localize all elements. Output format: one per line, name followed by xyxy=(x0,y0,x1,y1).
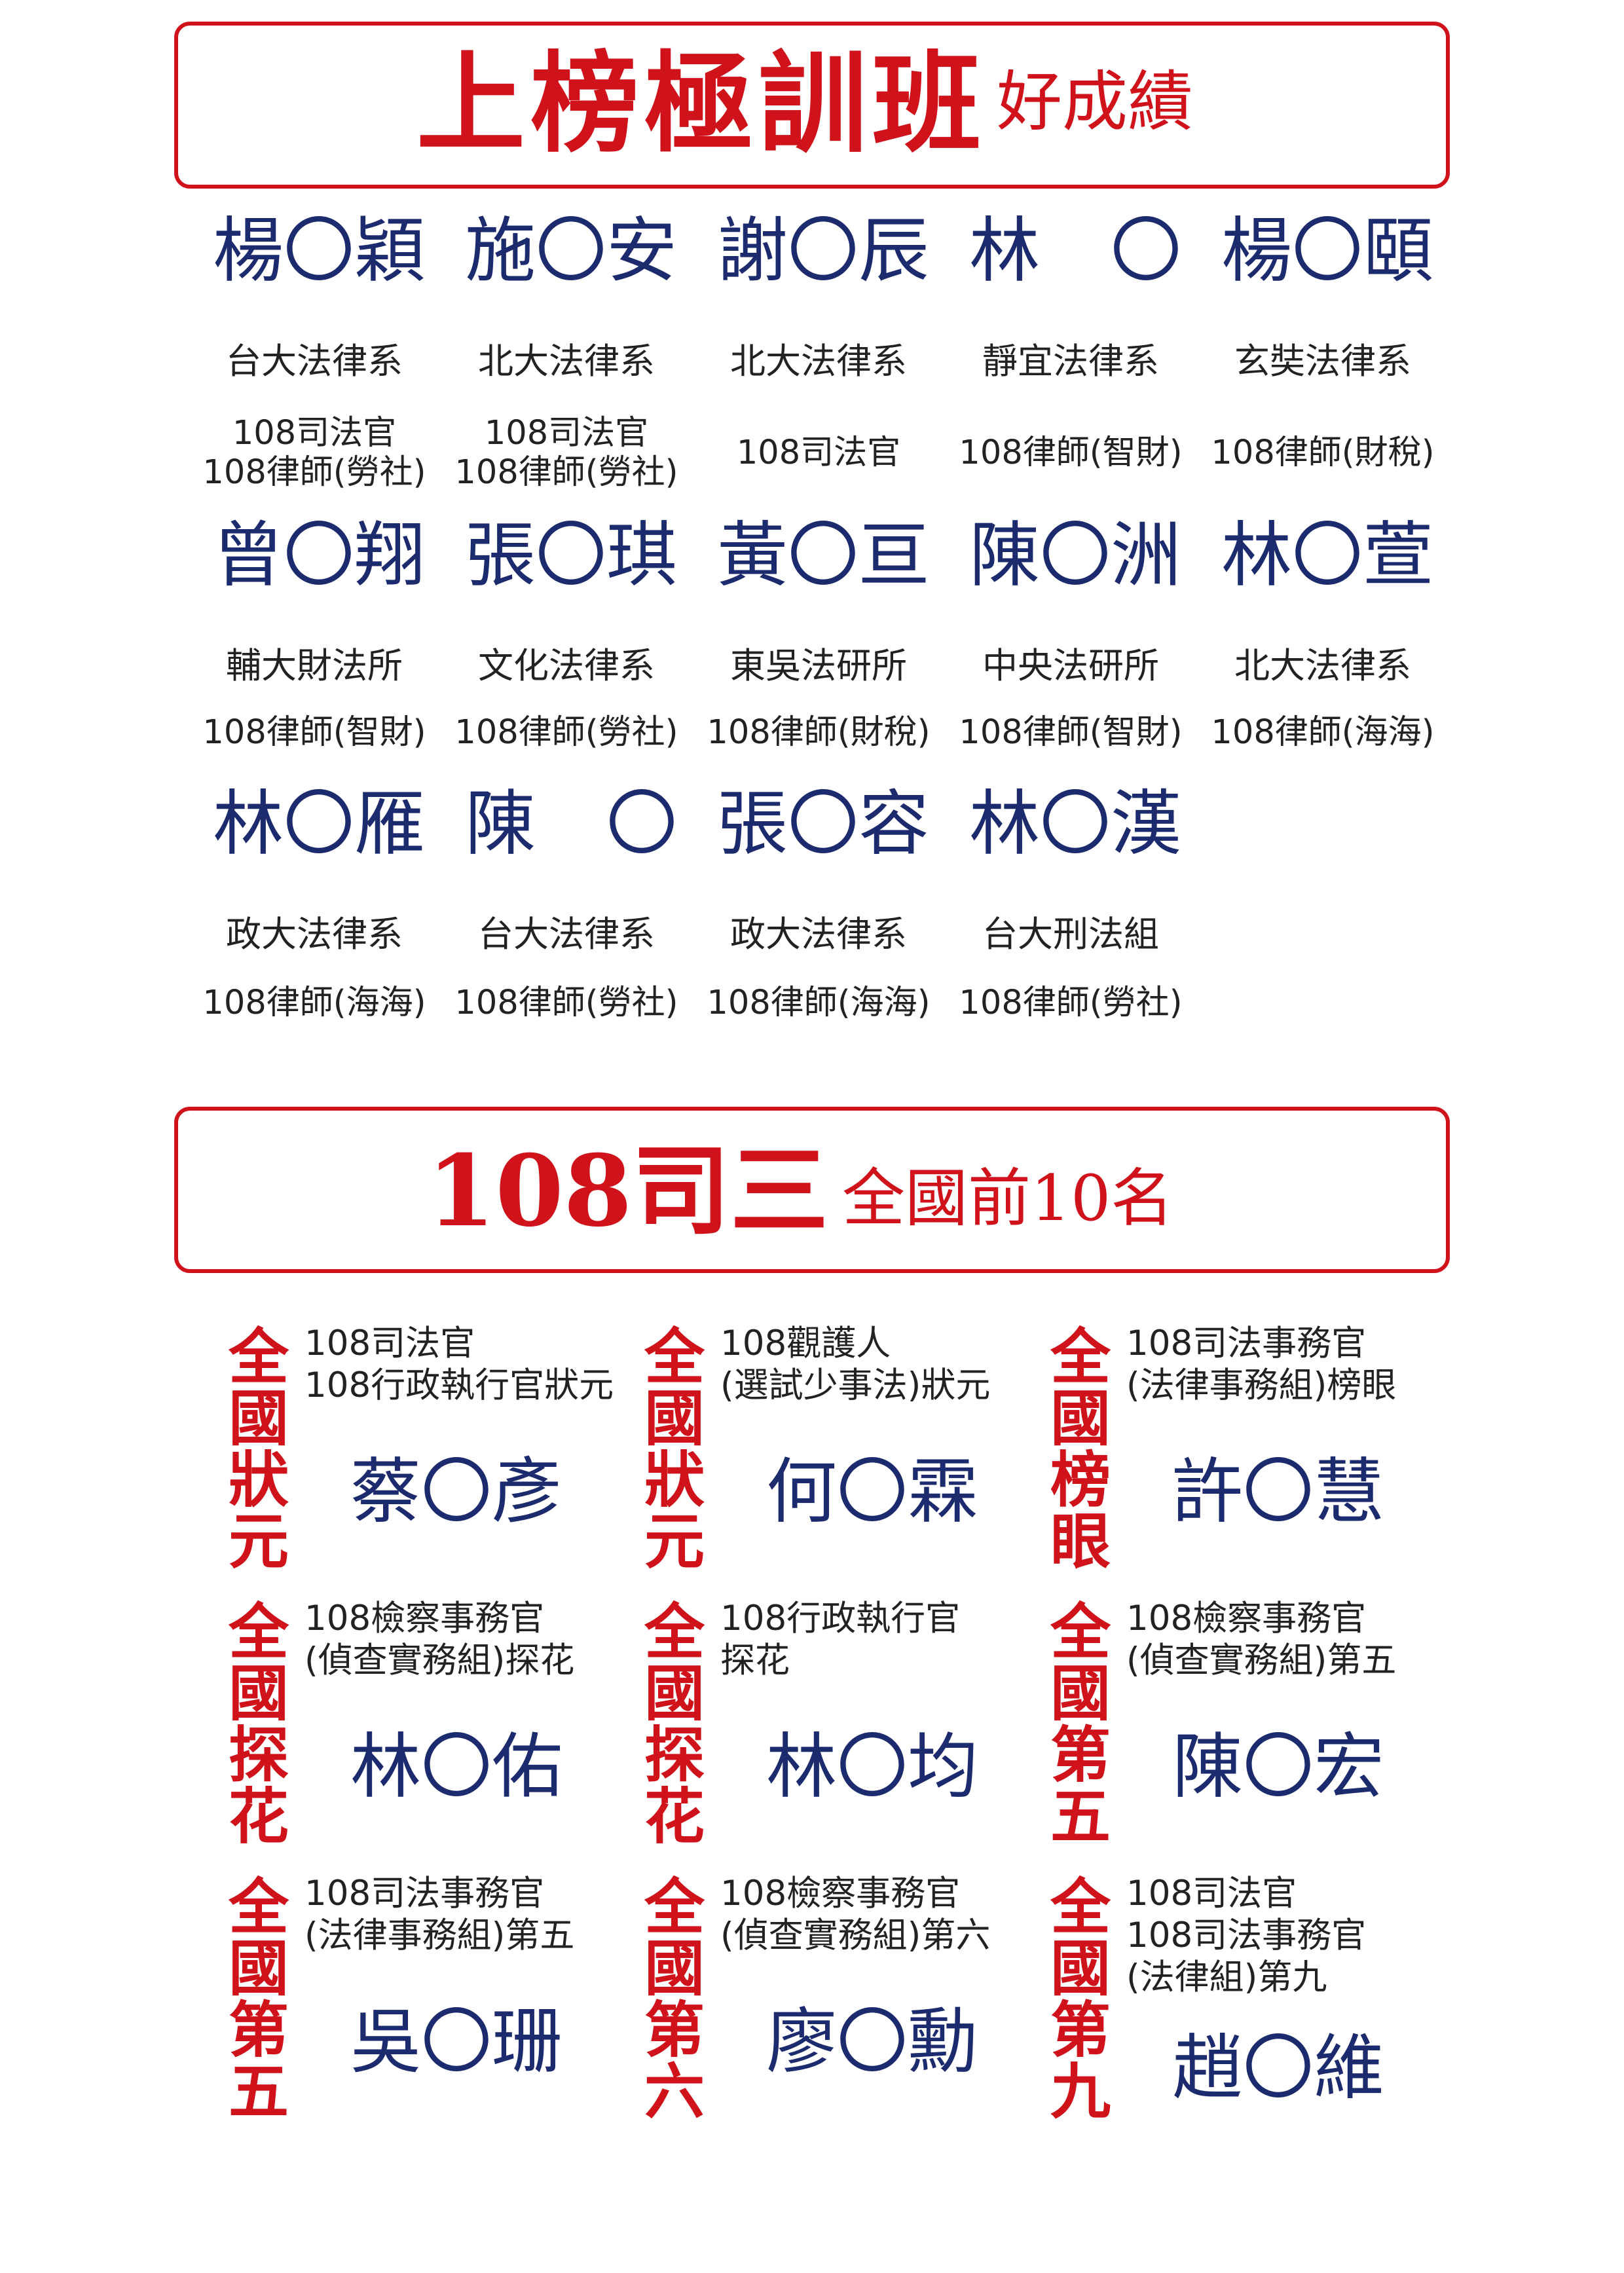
top-student-name: 陳〇宏 xyxy=(1172,1726,1385,1808)
top-student-name: 許〇慧 xyxy=(1172,1451,1385,1533)
student-name: 陳 〇 xyxy=(465,783,678,865)
top-student-name: 吳〇珊 xyxy=(350,2001,563,2083)
student-school: 輔大財法所 xyxy=(226,645,403,686)
top-student-name: 廖〇勳 xyxy=(766,2001,979,2083)
achievement-text: 108行政執行官 xyxy=(720,1598,961,1638)
student-school: 政大法律系 xyxy=(226,914,403,955)
student-result: 108律師(智財) xyxy=(959,713,1183,752)
achievement-text: 108檢察事務官 xyxy=(1126,1598,1367,1638)
student-result: 108律師(勞社) xyxy=(454,453,678,492)
student-school: 北大法律系 xyxy=(478,341,655,382)
rank-label: 全國第五 xyxy=(1050,1597,1111,1852)
student-result: 108律師(勞社) xyxy=(959,984,1183,1022)
student-school: 台大刑法組 xyxy=(982,914,1159,955)
student-name: 張〇琪 xyxy=(465,515,678,597)
student-result: 108律師(勞社) xyxy=(454,984,678,1022)
achievement-text: 108司法官 xyxy=(1126,1874,1297,1913)
student-name: 曾〇翔 xyxy=(213,515,426,597)
student-name: 林〇萱 xyxy=(1221,515,1434,597)
top-student-name: 林〇均 xyxy=(766,1726,979,1808)
top-student-name: 蔡〇彥 xyxy=(350,1451,563,1533)
section2-header-frame xyxy=(174,1107,1450,1273)
student-school: 中央法研所 xyxy=(982,645,1159,686)
rank-label: 全國第五 xyxy=(228,1872,289,2127)
achievement-text: (法律組)第九 xyxy=(1126,1957,1327,1997)
achievement-text: (法律事務組)榜眼 xyxy=(1126,1365,1397,1405)
achievement-text: (偵查實務組)第五 xyxy=(1126,1640,1397,1680)
achievement-text: (偵查實務組)第六 xyxy=(720,1915,991,1955)
rank-label: 全國第六 xyxy=(644,1872,705,2127)
student-name: 楊〇頤 xyxy=(1221,210,1434,292)
student-result: 108律師(海海) xyxy=(1211,713,1435,752)
top-student-name: 趙〇維 xyxy=(1172,2027,1385,2109)
student-school: 台大法律系 xyxy=(478,914,655,955)
student-result: 108律師(財稅) xyxy=(1211,434,1435,472)
section1-subtitle: 好成績 xyxy=(997,64,1193,140)
student-name: 楊〇穎 xyxy=(213,210,426,292)
student-result: 108律師(海海) xyxy=(707,984,931,1022)
student-name: 林 〇 xyxy=(969,210,1182,292)
student-result: 108律師(智財) xyxy=(959,434,1183,472)
achievement-text: 探花 xyxy=(720,1640,790,1680)
student-school: 北大法律系 xyxy=(1234,645,1411,686)
student-school: 東吳法研所 xyxy=(730,645,907,686)
student-name: 林〇漢 xyxy=(969,783,1182,865)
achievement-text: 108司法事務官 xyxy=(1126,1915,1367,1955)
achievement-text: 108司法官 xyxy=(304,1323,475,1363)
achievement-text: (法律事務組)第五 xyxy=(304,1915,575,1955)
student-school: 台大法律系 xyxy=(226,341,403,382)
student-school: 靜宜法律系 xyxy=(982,341,1159,382)
section1-title: 上榜極訓班 xyxy=(416,40,986,168)
top-student-name: 林〇佑 xyxy=(350,1726,563,1808)
achievement-text: 108司法事務官 xyxy=(1126,1323,1367,1363)
rank-label: 全國探花 xyxy=(644,1597,705,1852)
student-name: 施〇安 xyxy=(465,210,678,292)
achievement-text: 108檢察事務官 xyxy=(720,1874,961,1913)
top-student-name: 何〇霖 xyxy=(766,1451,979,1533)
student-name: 謝〇辰 xyxy=(717,210,930,292)
student-school: 北大法律系 xyxy=(730,341,907,382)
student-result: 108司法官 xyxy=(232,414,397,453)
achievement-text: 108檢察事務官 xyxy=(304,1598,545,1638)
student-result: 108司法官 xyxy=(736,434,901,472)
student-school: 玄奘法律系 xyxy=(1234,341,1411,382)
achievement-text: 108司法事務官 xyxy=(304,1874,545,1913)
rank-label: 全國狀元 xyxy=(228,1321,289,1577)
student-name: 林〇雁 xyxy=(213,783,426,865)
achievement-text: (偵查實務組)探花 xyxy=(304,1640,575,1680)
student-result: 108律師(財稅) xyxy=(707,713,931,752)
student-result: 108律師(海海) xyxy=(202,984,426,1022)
student-result: 108律師(勞社) xyxy=(202,453,426,492)
student-result: 108司法官 xyxy=(484,414,649,453)
rank-label: 全國探花 xyxy=(228,1597,289,1852)
student-school: 政大法律系 xyxy=(730,914,907,955)
student-school: 文化法律系 xyxy=(478,645,655,686)
student-name: 黃〇亘 xyxy=(717,515,930,597)
achievement-text: 108行政執行官狀元 xyxy=(304,1365,614,1405)
student-name: 陳〇洲 xyxy=(969,515,1182,597)
section1-header-frame xyxy=(174,22,1450,189)
student-result: 108律師(智財) xyxy=(202,713,426,752)
student-name: 張〇容 xyxy=(717,783,930,865)
rank-label: 全國第九 xyxy=(1050,1872,1111,2127)
achievement-text: (選試少事法)狀元 xyxy=(720,1365,991,1405)
section2-subtitle: 全國前10名 xyxy=(842,1162,1174,1235)
student-result: 108律師(勞社) xyxy=(454,713,678,752)
achievement-text: 108觀護人 xyxy=(720,1323,891,1363)
rank-label: 全國狀元 xyxy=(644,1321,705,1577)
section2-title: 108司三 xyxy=(427,1134,829,1249)
rank-label: 全國榜眼 xyxy=(1050,1321,1111,1577)
